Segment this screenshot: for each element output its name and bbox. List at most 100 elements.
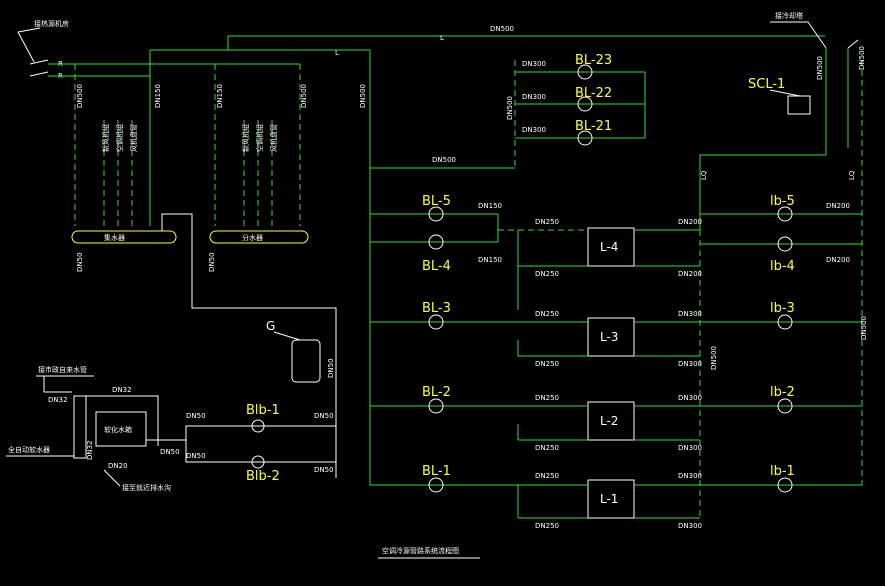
svg-text:接冷却塔: 接冷却塔: [775, 11, 803, 20]
svg-text:DN500: DN500: [506, 96, 514, 120]
svg-text:DN50: DN50: [76, 252, 84, 272]
svg-text:DN500: DN500: [300, 84, 308, 108]
svg-text:DN50: DN50: [314, 466, 334, 474]
chilled-pump-bl4: BL-4 DN150: [370, 234, 502, 274]
line-label-l-top: L: [335, 49, 339, 57]
svg-text:DN500: DN500: [359, 84, 367, 108]
svg-text:DN500: DN500: [76, 84, 84, 108]
svg-text:L-3: L-3: [600, 330, 618, 344]
svg-text:DN500: DN500: [710, 346, 718, 370]
svg-text:DN500: DN500: [432, 156, 456, 164]
header-branches: 新风机组 空调机组 风机盘管 新风机组 空调机组 风机盘管: [101, 120, 278, 226]
svg-text:软化水箱: 软化水箱: [104, 425, 132, 434]
svg-text:DN500: DN500: [816, 56, 824, 80]
svg-text:空调机组: 空调机组: [255, 124, 264, 152]
svg-text:L-2: L-2: [600, 414, 618, 428]
svg-text:空调机组: 空调机组: [115, 124, 124, 152]
svg-text:新风机组: 新风机组: [101, 124, 110, 152]
svg-text:BL-4: BL-4: [422, 259, 451, 274]
svg-text:lb-5: lb-5: [770, 194, 795, 209]
chilled-pump-bl2: BL-2: [422, 385, 451, 414]
svg-text:G: G: [266, 319, 275, 333]
svg-text:DN32: DN32: [86, 440, 94, 460]
svg-text:DN500: DN500: [858, 46, 866, 70]
expansion-tank: G DN50: [266, 319, 335, 383]
svg-text:DN250: DN250: [535, 310, 559, 318]
svg-text:DN300: DN300: [678, 394, 702, 402]
svg-text:DN300: DN300: [522, 126, 546, 134]
svg-text:BL-5: BL-5: [422, 194, 451, 209]
svg-text:LQ: LQ: [700, 170, 708, 180]
svg-text:分水器: 分水器: [242, 233, 263, 242]
chilled-pump-bl1: BL-1: [422, 464, 451, 493]
svg-text:集水器: 集水器: [104, 233, 125, 242]
svg-text:lb-3: lb-3: [770, 301, 795, 316]
svg-text:lb-2: lb-2: [770, 385, 795, 400]
cooling-pump-lb1: lb-1: [770, 464, 795, 493]
svg-text:DN150: DN150: [216, 84, 224, 108]
tower-pump-group: DN300 DN300 DN300 BL-23 BL-22 BL-21 DN50…: [506, 53, 646, 146]
svg-text:DN300: DN300: [678, 522, 702, 530]
softener-scl: SCL-1: [748, 77, 811, 115]
pump-bl23-label: BL-23: [575, 53, 612, 68]
svg-text:DN250: DN250: [535, 218, 559, 226]
svg-text:DN50: DN50: [208, 252, 216, 272]
svg-text:L-4: L-4: [600, 240, 618, 254]
cooling-pump-lb2: lb-2: [770, 385, 795, 414]
svg-text:DN250: DN250: [535, 444, 559, 452]
svg-text:DN300: DN300: [522, 93, 546, 101]
chiller-l4: L-4 DN250 DN250 DN200 DN200: [517, 218, 702, 310]
svg-text:DN300: DN300: [678, 310, 702, 318]
svg-text:lb-4: lb-4: [770, 259, 795, 274]
cooling-pump-lb3: lb-3: [770, 301, 795, 330]
svg-text:DN300: DN300: [678, 472, 702, 480]
svg-text:BL-3: BL-3: [422, 301, 451, 316]
svg-text:DN50: DN50: [327, 358, 335, 378]
svg-text:DN200: DN200: [826, 202, 850, 210]
diagram-title: 空调冷源管路系统流程图: [382, 546, 459, 555]
svg-text:DN250: DN250: [535, 472, 559, 480]
chilled-pump-bl5: BL-5 DN150: [370, 194, 502, 222]
svg-text:风机盘管: 风机盘管: [129, 124, 138, 152]
line-label-l-long: L: [440, 34, 444, 42]
makeup-pump-blb1-label: Blb-1: [246, 403, 280, 418]
heat-source-note: 接热源机房: [34, 19, 69, 28]
svg-text:风机盘管: 风机盘管: [269, 124, 278, 152]
chiller-l3: L-3 DN250 DN250 DN300 DN300: [370, 310, 862, 368]
cooling-pump-lb5: lb-5 DN200: [700, 194, 862, 222]
svg-text:DN150: DN150: [154, 84, 162, 108]
svg-text:BL-1: BL-1: [422, 464, 451, 479]
svg-text:DN50: DN50: [186, 412, 206, 420]
cooling-tower-connection: 接冷却塔 DN500 DN500: [770, 11, 866, 148]
heat-source-connection: 接热源机房 R R: [17, 19, 69, 80]
svg-text:DN50: DN50: [186, 452, 206, 460]
chilled-pump-bl3: BL-3: [422, 301, 451, 330]
return-header: 集水器: [71, 230, 177, 244]
svg-text:新风机组: 新风机组: [241, 124, 250, 152]
supply-header: 分水器: [209, 230, 309, 244]
svg-text:接市政自来水管: 接市政自来水管: [38, 365, 87, 374]
pump-bl22-label: BL-22: [575, 86, 612, 101]
svg-text:DN50: DN50: [160, 448, 180, 456]
makeup-pump-blb2-label: Blb-2: [246, 469, 280, 484]
svg-text:DN500: DN500: [860, 316, 868, 340]
svg-text:LQ: LQ: [848, 170, 856, 180]
svg-text:DN200: DN200: [678, 218, 702, 226]
svg-text:DN150: DN150: [478, 202, 502, 210]
dn500-top: DN500: [490, 25, 514, 33]
svg-text:DN50: DN50: [314, 412, 334, 420]
svg-text:DN20: DN20: [108, 462, 128, 470]
svg-text:L-1: L-1: [600, 492, 618, 506]
svg-text:DN200: DN200: [678, 270, 702, 278]
svg-text:DN300: DN300: [678, 360, 702, 368]
svg-text:DN250: DN250: [535, 394, 559, 402]
svg-text:接至就近排水沟: 接至就近排水沟: [122, 483, 171, 492]
svg-text:SCL-1: SCL-1: [748, 77, 785, 92]
svg-text:DN32: DN32: [112, 386, 132, 394]
svg-text:DN250: DN250: [535, 522, 559, 530]
svg-text:BL-2: BL-2: [422, 385, 451, 400]
svg-text:DN200: DN200: [826, 256, 850, 264]
svg-text:DN300: DN300: [678, 444, 702, 452]
svg-text:DN250: DN250: [535, 270, 559, 278]
